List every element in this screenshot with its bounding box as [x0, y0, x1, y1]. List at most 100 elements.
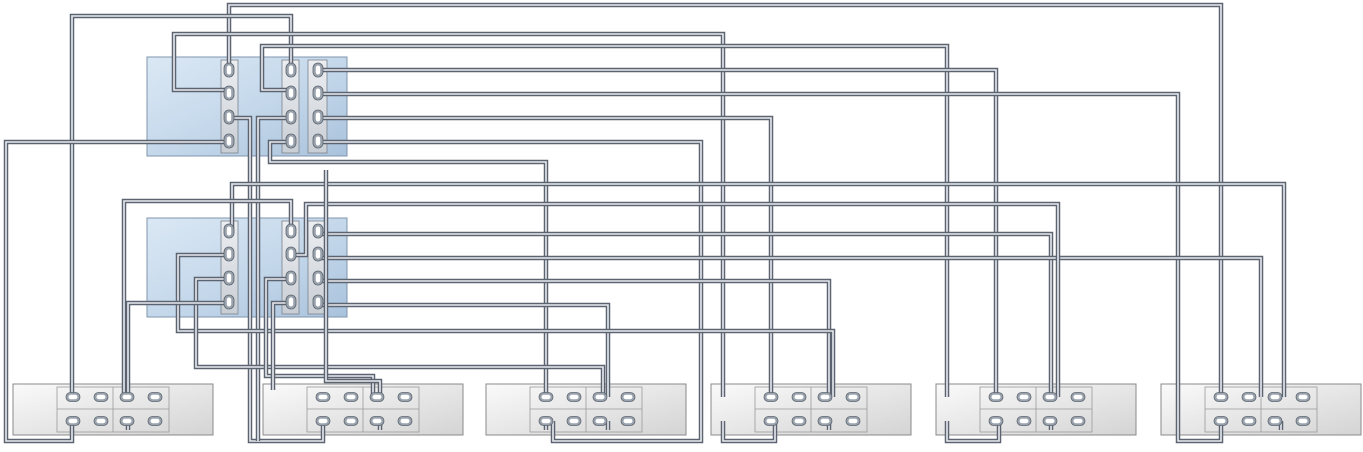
- port: [369, 392, 385, 402]
- hba-panel: [307, 59, 328, 154]
- port: [312, 246, 324, 262]
- cable: [255, 115, 291, 441]
- cable: [171, 31, 726, 397]
- port: [1241, 416, 1257, 426]
- port: [119, 416, 135, 426]
- cable: [125, 300, 229, 397]
- cable: [944, 421, 1002, 444]
- cable: [318, 115, 774, 397]
- port: [845, 416, 861, 426]
- port: [343, 392, 359, 402]
- port: [1295, 392, 1311, 402]
- disk-shelf-1: [12, 383, 214, 436]
- port: [285, 109, 297, 125]
- cable: [259, 43, 950, 397]
- port: [93, 416, 109, 426]
- port: [1042, 416, 1058, 426]
- disk-shelf-3: [485, 383, 687, 436]
- port: [397, 392, 413, 402]
- port: [223, 85, 235, 101]
- port: [285, 62, 297, 78]
- port: [988, 416, 1004, 426]
- port: [285, 133, 297, 149]
- port: [763, 392, 779, 402]
- port: [817, 392, 833, 402]
- hba-panel: [220, 220, 239, 315]
- port: [285, 85, 297, 101]
- port: [369, 416, 385, 426]
- cable: [318, 255, 1264, 397]
- port: [1213, 392, 1229, 402]
- port: [93, 392, 109, 402]
- port: [1070, 416, 1086, 426]
- port: [592, 416, 608, 426]
- cable: [318, 278, 832, 397]
- cable: [318, 231, 1054, 397]
- port: [147, 416, 163, 426]
- port: [845, 392, 861, 402]
- cable: [318, 67, 999, 397]
- port: [817, 416, 833, 426]
- disk-shelf-2: [262, 383, 464, 436]
- port: [1295, 416, 1311, 426]
- cable: [720, 421, 778, 444]
- port: [223, 133, 235, 149]
- port: [1042, 392, 1058, 402]
- port: [763, 416, 779, 426]
- port: [988, 392, 1004, 402]
- cable: [291, 201, 1061, 397]
- port: [1016, 392, 1032, 402]
- port: [315, 392, 331, 402]
- cable: [229, 115, 326, 444]
- cable: [175, 252, 836, 397]
- port: [791, 416, 807, 426]
- port: [1241, 392, 1257, 402]
- port: [223, 109, 235, 125]
- port: [312, 223, 324, 239]
- port: [119, 392, 135, 402]
- port: [147, 392, 163, 402]
- cable: [318, 302, 611, 397]
- port: [285, 270, 297, 286]
- port: [223, 294, 235, 310]
- port: [620, 416, 636, 426]
- port: [566, 416, 582, 426]
- port: [223, 223, 235, 239]
- cable: [121, 198, 294, 397]
- cable: [193, 276, 606, 397]
- port: [285, 223, 297, 239]
- port: [791, 392, 807, 402]
- port: [1267, 392, 1283, 402]
- port: [397, 416, 413, 426]
- port: [312, 270, 324, 286]
- port: [312, 294, 324, 310]
- cable: [69, 13, 294, 397]
- port: [65, 416, 81, 426]
- port: [1267, 416, 1283, 426]
- port: [343, 416, 359, 426]
- port: [1016, 416, 1032, 426]
- port: [223, 270, 235, 286]
- cable: [267, 139, 549, 397]
- port: [312, 109, 324, 125]
- port: [566, 392, 582, 402]
- cable: [323, 170, 383, 397]
- disk-shelves: [12, 383, 1362, 436]
- port: [285, 294, 297, 310]
- port: [312, 62, 324, 78]
- port: [620, 392, 636, 402]
- port: [285, 246, 297, 262]
- cable: [3, 139, 229, 444]
- cable: [318, 139, 704, 444]
- port: [65, 392, 81, 402]
- port: [538, 392, 554, 402]
- port: [1213, 416, 1229, 426]
- disk-shelf-4: [710, 383, 912, 436]
- port: [312, 85, 324, 101]
- port: [223, 62, 235, 78]
- ports: [65, 62, 1311, 426]
- port: [1070, 392, 1086, 402]
- cable: [270, 300, 291, 390]
- disk-shelf-5: [935, 383, 1137, 436]
